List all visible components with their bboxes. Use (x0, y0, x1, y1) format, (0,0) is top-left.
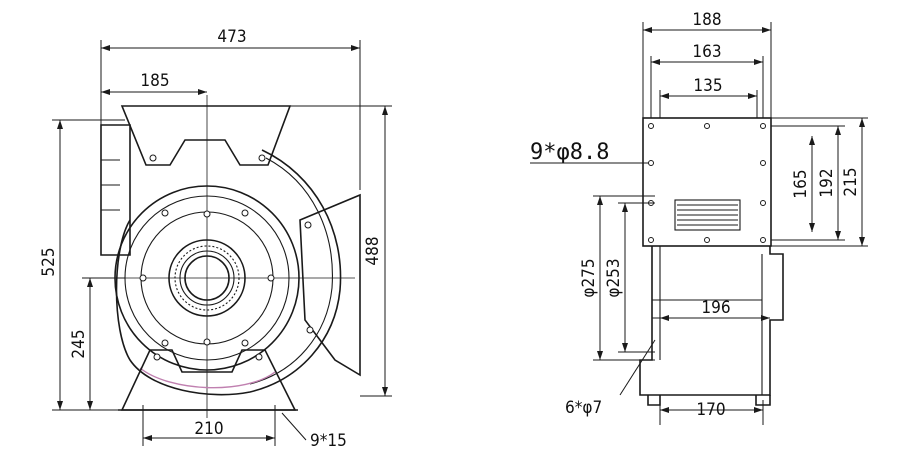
dim-dia-275: φ275 (579, 258, 599, 297)
dim-188: 188 (692, 10, 721, 30)
note-9x15: 9*15 (310, 431, 347, 451)
dim-473: 473 (217, 27, 246, 47)
dim-196: 196 (701, 298, 730, 318)
dim-245: 245 (69, 329, 89, 358)
dim-210: 210 (194, 419, 223, 439)
front-view: 473 185 525 245 488 210 9*15 (39, 27, 392, 451)
dim-192: 192 (817, 168, 837, 197)
dim-170: 170 (696, 400, 725, 420)
dim-488: 488 (363, 236, 383, 265)
dim-135: 135 (693, 76, 722, 96)
dim-dia-253: φ253 (604, 258, 624, 297)
dim-163: 163 (692, 42, 721, 62)
dim-165: 165 (791, 169, 811, 198)
note-flange-holes: 9*φ8.8 (530, 140, 609, 165)
dim-215: 215 (841, 167, 861, 196)
side-view: 188 163 135 9*φ8.8 (530, 10, 868, 425)
dim-525: 525 (39, 247, 59, 276)
dim-185: 185 (140, 71, 169, 91)
note-base-holes: 6*φ7 (565, 398, 602, 418)
